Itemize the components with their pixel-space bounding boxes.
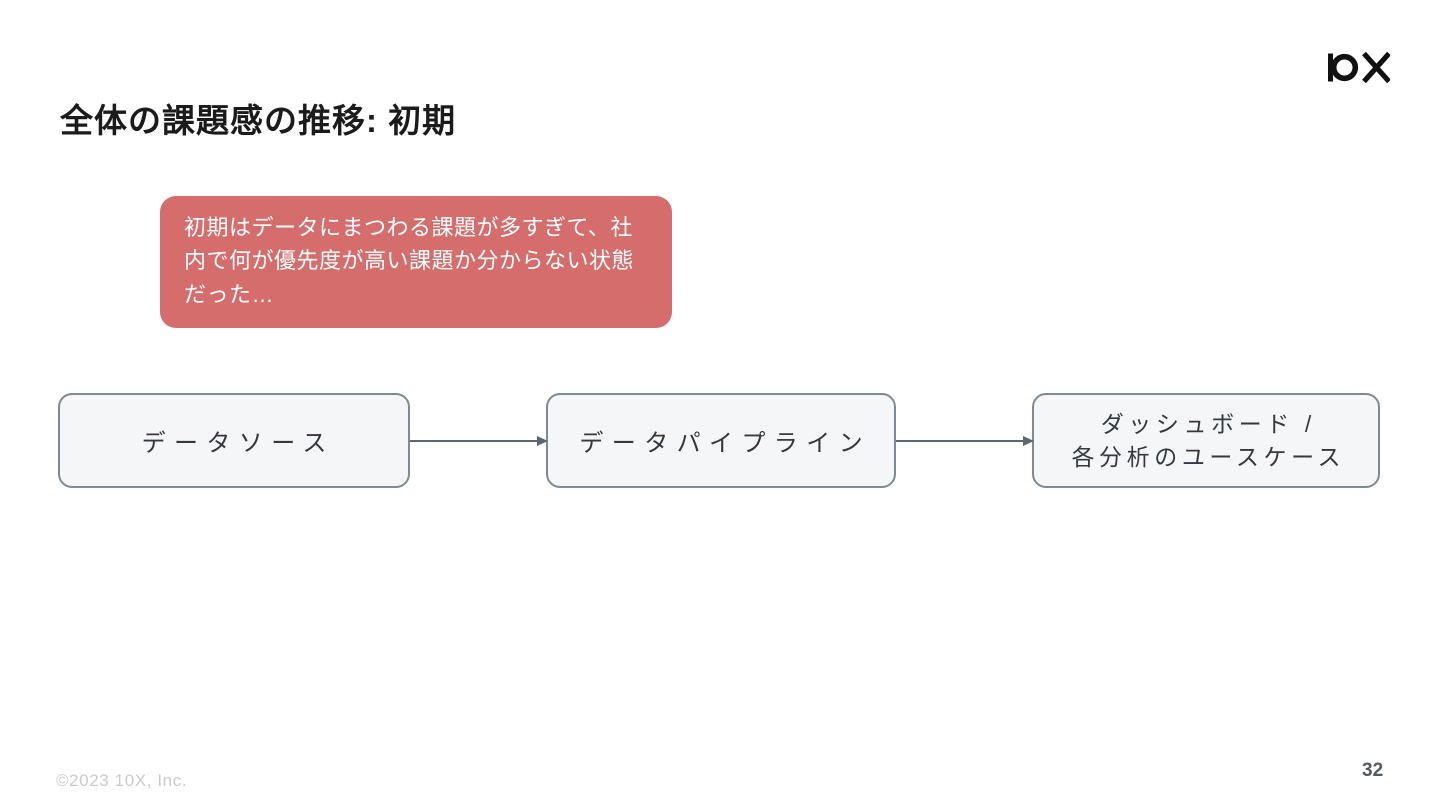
flow-arrow-right-icon: [896, 439, 1032, 442]
flow-arrow-right-icon: [410, 439, 546, 442]
flow-node-datasource: データソース: [58, 393, 410, 488]
flow-node-label-line2: 各分析のユースケース: [1071, 443, 1346, 470]
10x-logo: [1328, 52, 1390, 83]
copyright-text: ©2023 10X, Inc.: [56, 771, 188, 790]
callout-text: 初期はデータにまつわる課題が多すぎて、社内で何が優先度が高い課題か分からない状態…: [184, 215, 635, 307]
flow-node-label: データソース: [141, 430, 335, 457]
callout-bubble: 初期はデータにまつわる課題が多すぎて、社内で何が優先度が高い課題か分からない状態…: [160, 196, 672, 328]
flow-node-pipeline: データパイプライン: [546, 393, 896, 488]
flow-diagram: データソース データパイプライン ダッシュボード / 各分析のユースケース: [58, 393, 1380, 488]
flow-node-label-line1: ダッシュボード /: [1100, 410, 1316, 437]
page-title: 全体の課題感の推移: 初期: [60, 102, 457, 139]
flow-node-label: データパイプライン: [579, 430, 871, 457]
flow-node-dashboard: ダッシュボード / 各分析のユースケース: [1032, 393, 1380, 488]
page-number: 32: [1362, 760, 1384, 781]
